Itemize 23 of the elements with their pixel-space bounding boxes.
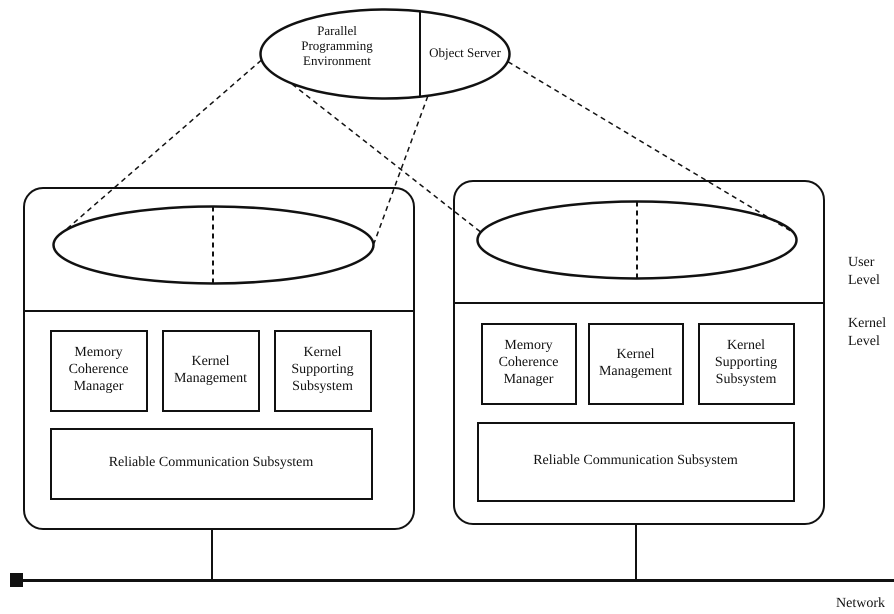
component-box: Kernel Supporting Subsystem <box>274 330 372 412</box>
application-ellipse <box>52 204 374 284</box>
network-bus <box>22 579 894 582</box>
application-ellipse <box>476 200 798 280</box>
component-box: Memory Coherence Manager <box>50 330 148 412</box>
level-label: User Level <box>848 254 881 290</box>
machine-box <box>453 180 825 525</box>
component-box: Memory Coherence Manager <box>480 322 576 404</box>
dashed-mapping-line <box>292 84 481 232</box>
component-box: Kernel Management <box>162 330 260 412</box>
network-label: Network <box>836 595 885 613</box>
connector-line <box>211 530 213 579</box>
application-ellipse <box>259 8 511 100</box>
level-label: Kernel Level <box>848 315 888 352</box>
ellipse-label: Parallel Programming Environment <box>300 24 374 69</box>
component-box: Reliable Communication Subsystem <box>50 428 372 500</box>
connector-line <box>635 525 637 579</box>
ellipse-label: Object Server <box>428 46 502 61</box>
dashed-mapping-line <box>373 96 428 244</box>
component-box: Kernel Supporting Subsystem <box>698 322 794 404</box>
component-box: Reliable Communication Subsystem <box>476 422 794 502</box>
machine-box <box>23 187 415 530</box>
component-box: Kernel Management <box>588 322 684 404</box>
